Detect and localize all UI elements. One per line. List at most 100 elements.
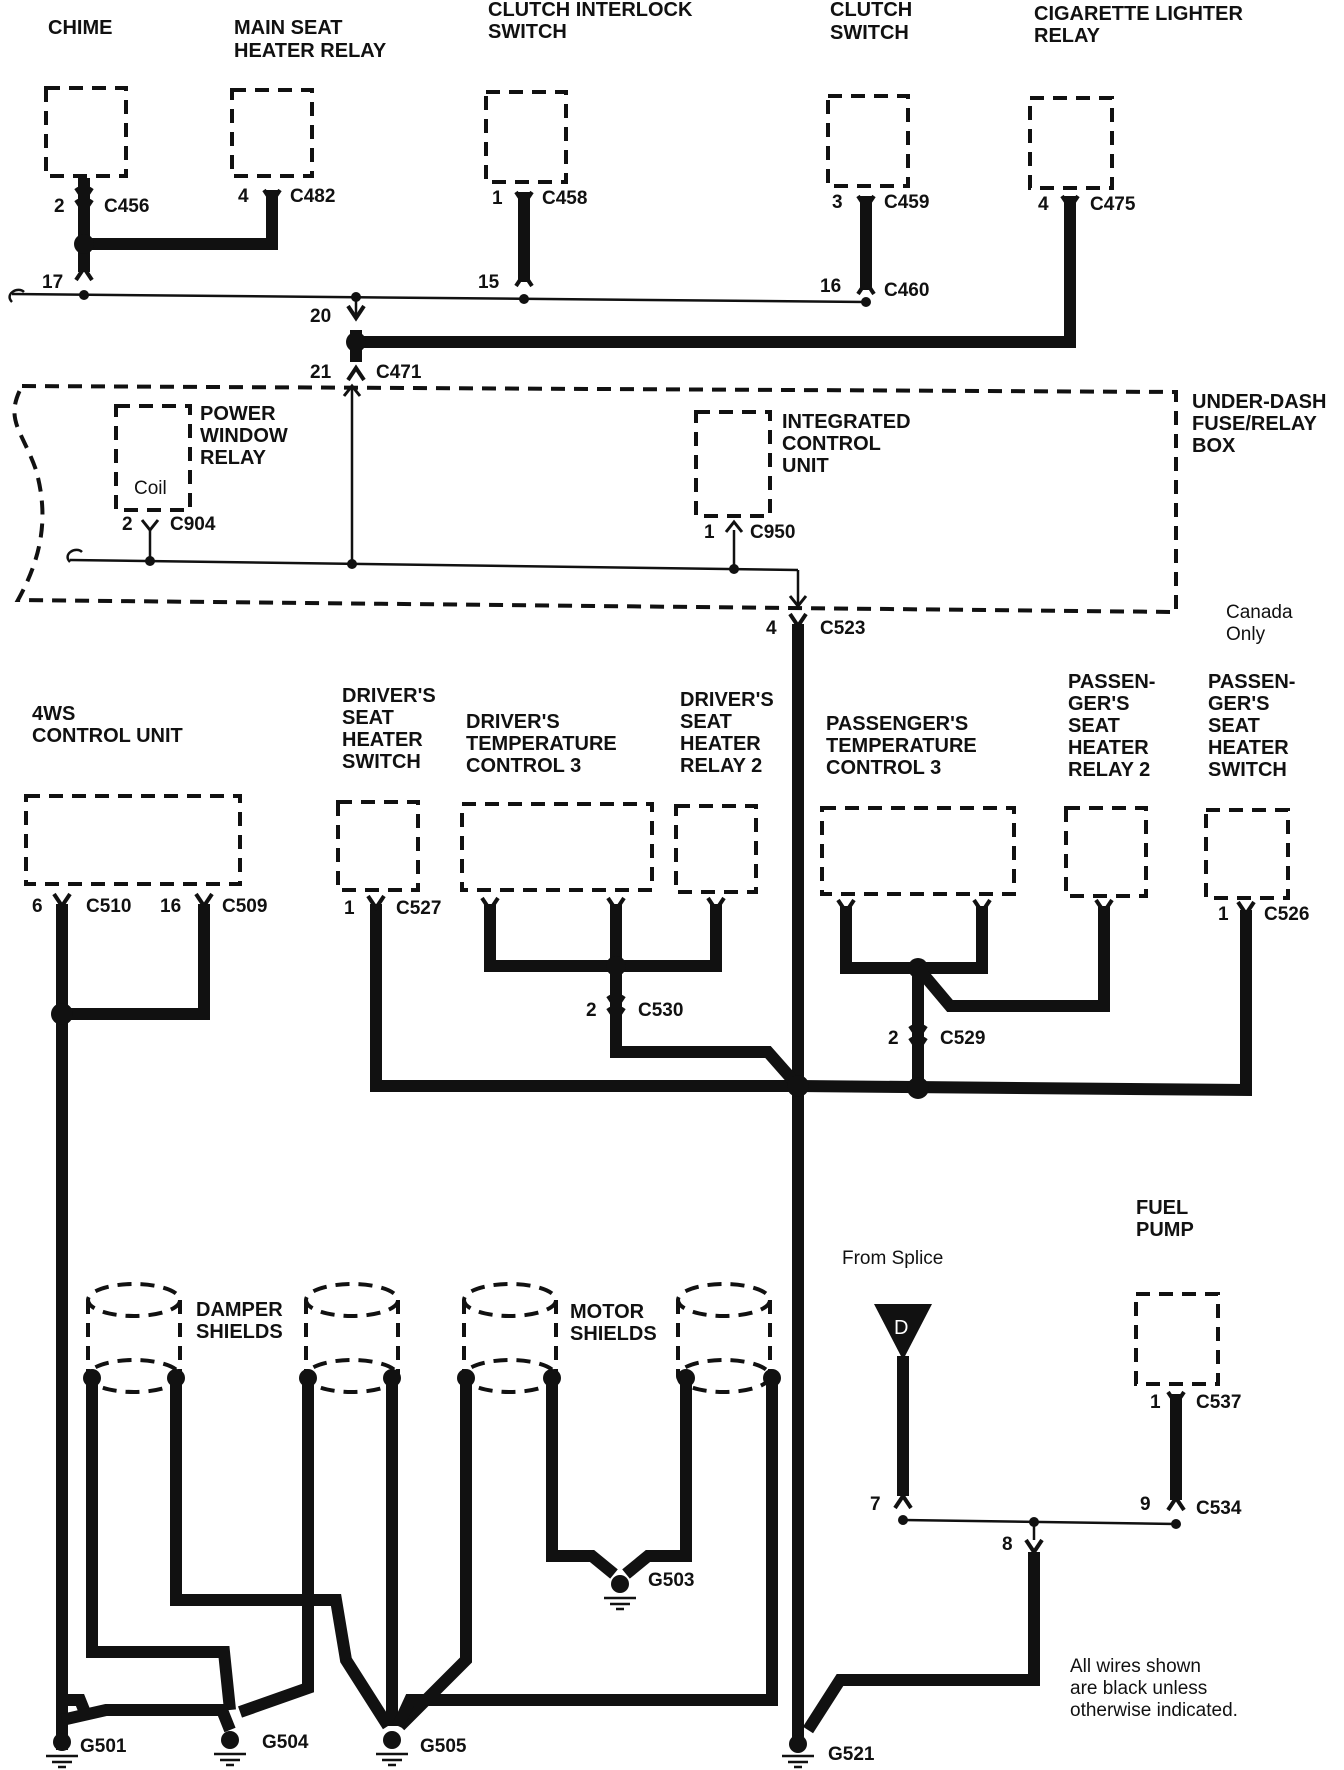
pin-16-c509: 16 <box>160 896 181 917</box>
damper-shields: DAMPER SHIELDS <box>86 1282 400 1394</box>
note-line-3: otherwise indicated. <box>1070 1700 1238 1721</box>
top-wires <box>8 178 1076 362</box>
shield-drain-wires <box>60 1369 781 1733</box>
connector-c482: C482 <box>290 186 335 207</box>
passengers-seat-heater-switch: PASSEN- GER'S SEAT HEATER SWITCH <box>1204 671 1295 900</box>
ground-g504-label: G504 <box>262 1732 309 1753</box>
cigarette-lighter-relay-label-1: CIGARETTE LIGHTER <box>1034 3 1243 25</box>
ground-g503-label: G503 <box>648 1570 694 1591</box>
drivers-seat-heater-relay-label-2: SEAT <box>680 711 732 733</box>
under-dash-connector-marks <box>140 383 808 609</box>
ground-g521-label: G521 <box>828 1744 875 1765</box>
connector-c510: C510 <box>86 896 131 917</box>
clutch-switch-component: CLUTCH SWITCH <box>826 0 912 188</box>
fuel-pump-label-1: FUEL <box>1136 1197 1188 1219</box>
pin-6-c510: 6 <box>32 896 43 917</box>
pin-1-c526: 1 <box>1218 904 1229 925</box>
pin-2-c904: 2 <box>122 514 133 535</box>
damper-shields-label-2: SHIELDS <box>196 1321 283 1343</box>
note-line-1: All wires shown <box>1070 1656 1201 1677</box>
connector-c456: C456 <box>104 196 149 217</box>
cigarette-lighter-relay-component: CIGARETTE LIGHTER RELAY <box>1028 3 1243 190</box>
connector-c458: C458 <box>542 188 587 209</box>
passengers-seat-heater-relay: PASSEN- GER'S SEAT HEATER RELAY 2 <box>1064 671 1155 898</box>
coil-label: Coil <box>134 478 167 499</box>
from-splice: From Splice D <box>842 1248 943 1510</box>
drivers-seat-heater-relay-label-3: HEATER <box>680 733 761 755</box>
connector-c509: C509 <box>222 896 267 917</box>
clutch-switch-label-1: CLUTCH <box>830 0 912 21</box>
under-dash-box-label-1: UNDER-DASH <box>1192 391 1326 413</box>
c523-trunk <box>788 612 808 1744</box>
fuel-pump-label-2: PUMP <box>1136 1219 1194 1241</box>
pin-15: 15 <box>478 272 500 293</box>
pin-9: 9 <box>1140 1494 1151 1515</box>
under-dash-wires <box>66 386 800 606</box>
integrated-control-unit-label-2: CONTROL <box>782 433 881 455</box>
passengers-seat-heater-relay-label-3: SEAT <box>1068 715 1120 737</box>
connector-c475: C475 <box>1090 194 1136 215</box>
4ws-control-unit-label-1: 4WS <box>32 703 75 725</box>
4ws-control-unit-label-2: CONTROL UNIT <box>32 725 183 747</box>
power-window-relay-label-2: WINDOW <box>200 425 288 447</box>
top-connector-marks <box>74 186 1080 382</box>
drivers-seat-heater-switch-label-2: SEAT <box>342 707 394 729</box>
under-dash-box-label-3: BOX <box>1192 435 1236 457</box>
pin-20: 20 <box>310 306 331 327</box>
damper-shields-label-1: DAMPER <box>196 1299 283 1321</box>
connector-c459: C459 <box>884 192 929 213</box>
middle-connector-marks <box>52 892 1256 1054</box>
drivers-seat-heater-relay: DRIVER'S SEAT HEATER RELAY 2 <box>674 689 774 894</box>
main-seat-heater-relay-label-2: HEATER RELAY <box>234 40 387 62</box>
pin-17: 17 <box>42 272 63 293</box>
drivers-seat-heater-relay-label-4: RELAY 2 <box>680 755 762 777</box>
pin-4-c475: 4 <box>1038 194 1049 215</box>
passengers-temperature-control-label-2: TEMPERATURE <box>826 735 977 757</box>
main-seat-heater-relay-component: MAIN SEAT HEATER RELAY <box>230 17 387 178</box>
connector-c537: C537 <box>1196 1392 1241 1413</box>
passengers-seat-heater-relay-label-1: PASSEN- <box>1068 671 1155 693</box>
connector-c534: C534 <box>1196 1498 1242 1519</box>
power-window-relay-label-3: RELAY <box>200 447 267 469</box>
passengers-seat-heater-switch-label-5: SWITCH <box>1208 759 1287 781</box>
drivers-temperature-control-label-2: TEMPERATURE <box>466 733 617 755</box>
drivers-seat-heater-switch-label-3: HEATER <box>342 729 423 751</box>
connector-c530: C530 <box>638 1000 683 1021</box>
ground-g505: G505 <box>376 1731 467 1767</box>
clutch-interlock-switch-label-1: CLUTCH INTERLOCK <box>488 0 693 21</box>
fuel-pump: FUEL PUMP <box>1134 1197 1220 1512</box>
ground-g501-label: G501 <box>80 1736 127 1757</box>
integrated-control-unit: INTEGRATED CONTROL UNIT <box>694 410 911 518</box>
pin-1-c527: 1 <box>344 898 355 919</box>
clutch-interlock-switch-component: CLUTCH INTERLOCK SWITCH <box>484 0 693 184</box>
from-splice-label: From Splice <box>842 1248 943 1269</box>
connector-c904: C904 <box>170 514 216 535</box>
fuel-pump-bus <box>802 1515 1181 1734</box>
pin-7: 7 <box>870 1494 881 1515</box>
connector-c526: C526 <box>1264 904 1309 925</box>
under-dash-fuse-relay-box: UNDER-DASH FUSE/RELAY BOX <box>12 383 1326 615</box>
drivers-seat-heater-relay-label-1: DRIVER'S <box>680 689 774 711</box>
passengers-temperature-control-label-3: CONTROL 3 <box>826 757 941 779</box>
passengers-temperature-control-label-1: PASSENGER'S <box>826 713 968 735</box>
pin-3-c459: 3 <box>832 192 843 213</box>
integrated-control-unit-label-3: UNIT <box>782 455 829 477</box>
motor-shields-label-1: MOTOR <box>570 1301 645 1323</box>
power-window-relay-label-1: POWER <box>200 403 276 425</box>
drivers-seat-heater-switch-label-4: SWITCH <box>342 751 421 773</box>
under-dash-box-label-2: FUSE/RELAY <box>1192 413 1318 435</box>
pin-2-c456: 2 <box>54 196 65 217</box>
main-seat-heater-relay-label-1: MAIN SEAT <box>234 17 343 39</box>
ground-g504: G504 <box>214 1731 309 1767</box>
passengers-seat-heater-relay-label-2: GER'S <box>1068 693 1129 715</box>
drivers-temperature-control-label-1: DRIVER'S <box>466 711 560 733</box>
ground-g501: G501 <box>46 1733 127 1769</box>
ground-g505-label: G505 <box>420 1736 467 1757</box>
splice-d-triangle <box>874 1304 932 1360</box>
passengers-seat-heater-relay-label-5: RELAY 2 <box>1068 759 1150 781</box>
drivers-seat-heater-switch-label-1: DRIVER'S <box>342 685 436 707</box>
cigarette-lighter-relay-label-2: RELAY <box>1034 25 1101 47</box>
pin-4-c482: 4 <box>238 186 249 207</box>
pin-4-c523: 4 <box>766 618 777 639</box>
